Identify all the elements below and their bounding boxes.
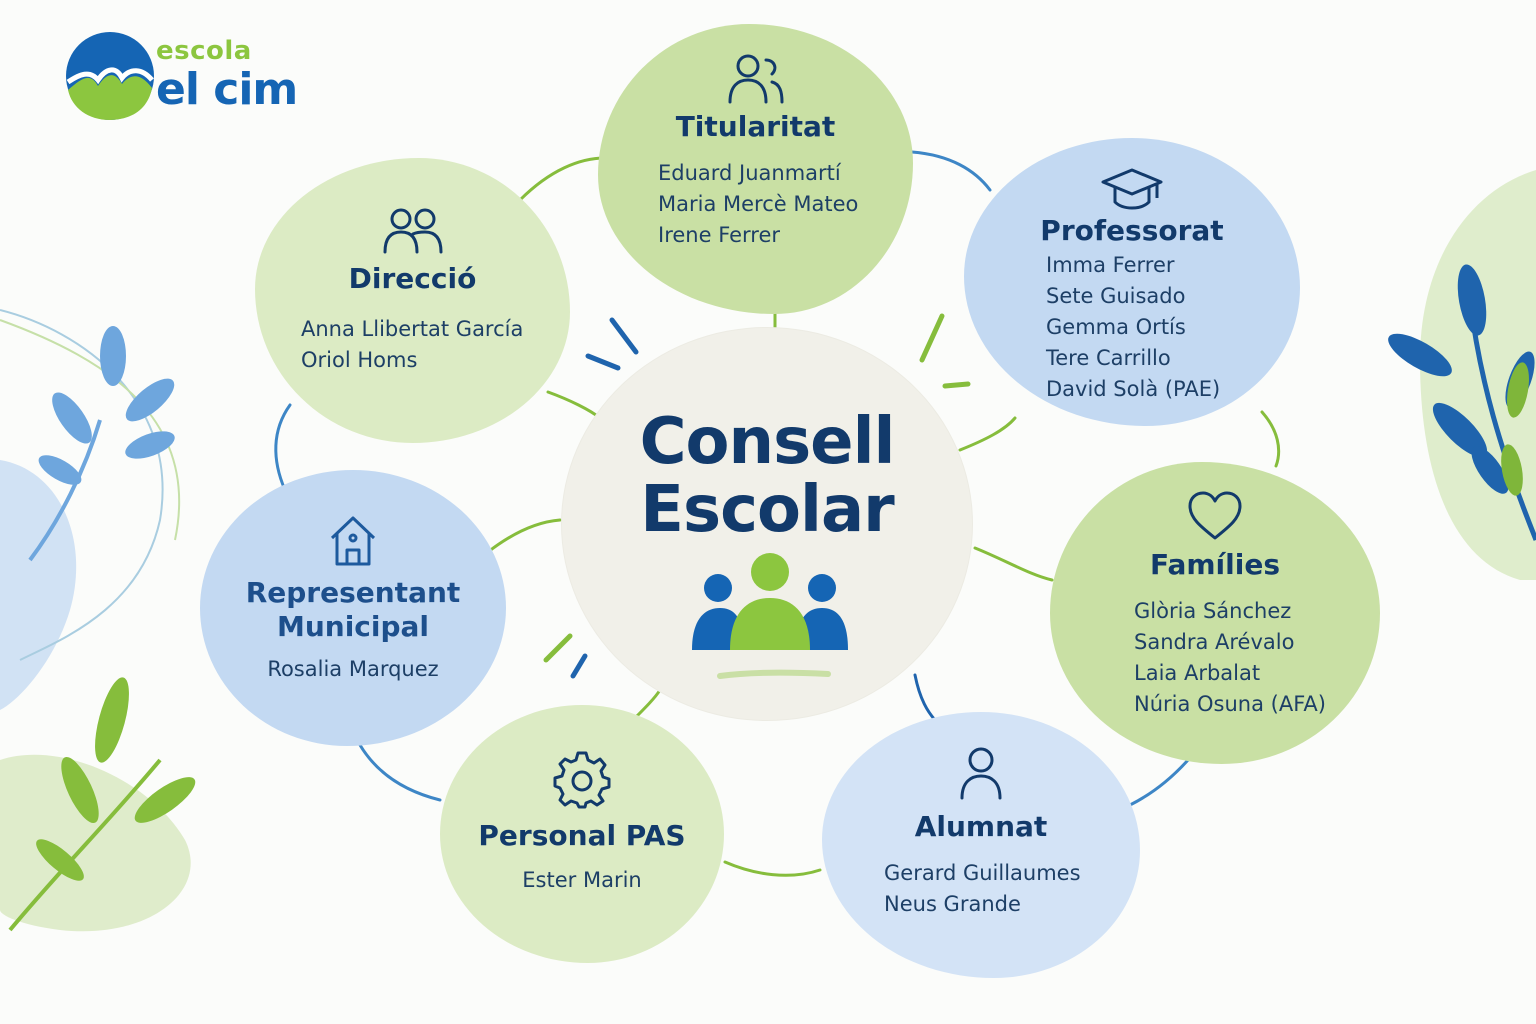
left-blue-shape xyxy=(0,460,77,710)
group-title: Famílies xyxy=(1149,548,1280,581)
member-name: Tere Carrillo xyxy=(1046,346,1171,370)
member-name: Neus Grande xyxy=(884,892,1021,916)
house-icon xyxy=(330,516,376,566)
member-name: Ester Marin xyxy=(522,868,642,892)
member-name: Sandra Arévalo xyxy=(1134,630,1295,654)
member-name: Sete Guisado xyxy=(1046,284,1186,308)
member-name: Laia Arbalat xyxy=(1134,661,1261,685)
member-list: Rosalia Marquez xyxy=(200,654,506,685)
member-list: Gerard Guillaumes Neus Grande xyxy=(884,858,1140,920)
group-professorat: Professorat Imma Ferrer Sete Guisado Gem… xyxy=(964,138,1300,426)
group-title: Representant xyxy=(245,576,461,609)
member-name: David Solà (PAE) xyxy=(1046,377,1221,401)
member-list: Ester Marin xyxy=(440,865,724,896)
group-families: Famílies Glòria Sánchez Sandra Arévalo L… xyxy=(1050,462,1380,764)
left-swirl xyxy=(0,309,164,661)
group-alumnat: Alumnat Gerard Guillaumes Neus Grande xyxy=(822,712,1140,978)
member-name: Rosalia Marquez xyxy=(267,657,439,681)
group-personal-pas: Personal PAS Ester Marin xyxy=(440,705,724,963)
member-name: Maria Mercè Mateo xyxy=(658,192,859,216)
mountain-logo-icon xyxy=(66,32,154,120)
school-logo[interactable]: escola el cim xyxy=(64,30,324,130)
member-name: Eduard Juanmartí xyxy=(658,161,841,185)
member-list: Anna Llibertat García Oriol Homs xyxy=(301,314,570,376)
member-name: Oriol Homs xyxy=(301,348,418,372)
group-title: Personal PAS xyxy=(478,819,686,852)
left-green-shape xyxy=(0,754,191,932)
center-title-line2: Escolar xyxy=(640,473,894,547)
group-direccio: Direcció Anna Llibertat García Oriol Hom… xyxy=(255,158,570,443)
member-name: Glòria Sánchez xyxy=(1134,599,1292,623)
person-icon xyxy=(960,747,1002,800)
center-title-line1: Consell xyxy=(639,405,896,479)
member-name: Gemma Ortís xyxy=(1046,315,1186,339)
group-people-icon xyxy=(692,553,848,679)
group-titularitat: Titularitat Eduard Juanmartí Maria Mercè… xyxy=(598,24,913,314)
gear-icon xyxy=(553,751,611,809)
member-name: Núria Osuna (AFA) xyxy=(1134,692,1326,716)
right-green-sprig xyxy=(1501,362,1529,496)
member-name: Gerard Guillaumes xyxy=(884,861,1081,885)
heart-icon xyxy=(1188,491,1242,540)
member-list: Glòria Sánchez Sandra Arévalo Laia Arbal… xyxy=(1134,596,1380,720)
center-consell-escolar: Consell Escolar xyxy=(562,328,972,720)
group-title-line2: Municipal xyxy=(276,610,430,643)
logo-text-escola: escola xyxy=(156,36,252,66)
graduation-cap-icon xyxy=(1101,168,1163,210)
group-representant-municipal: Representant Municipal Rosalia Marquez xyxy=(200,470,506,746)
emphasis-dashes xyxy=(543,313,971,679)
center-title: Consell Escolar xyxy=(562,408,972,544)
member-list: Eduard Juanmartí Maria Mercè Mateo Irene… xyxy=(658,158,913,251)
group-title: Alumnat xyxy=(914,810,1048,843)
member-name: Irene Ferrer xyxy=(658,223,781,247)
group-title: Direcció xyxy=(348,262,477,295)
left-blue-sprig xyxy=(28,326,175,562)
member-name: Imma Ferrer xyxy=(1046,253,1175,277)
logo-text-el-cim: el cim xyxy=(156,64,298,115)
member-list: Imma Ferrer Sete Guisado Gemma Ortís Ter… xyxy=(1046,250,1300,405)
ring-connectors xyxy=(274,150,1281,877)
group-title: Professorat xyxy=(1040,214,1224,247)
users-icon xyxy=(383,208,442,254)
left-green-sprig xyxy=(8,677,196,932)
member-name: Anna Llibertat García xyxy=(301,317,524,341)
users-icon xyxy=(728,54,783,104)
group-title: Titularitat xyxy=(675,110,836,143)
